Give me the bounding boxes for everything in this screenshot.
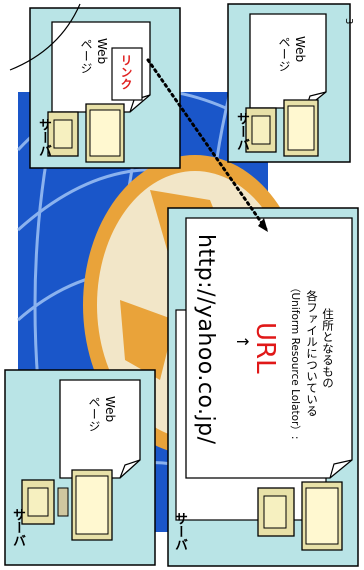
computer-icon bbox=[48, 104, 124, 162]
url-expansion: （Uniform Resource Lolator）: bbox=[288, 282, 303, 439]
server-label-bottom-left: サーバ bbox=[8, 508, 27, 547]
web-page-label-top-left: Web ページ bbox=[78, 38, 109, 74]
web-page-label-bottom-left: Web ページ bbox=[86, 396, 117, 432]
url-description-line1: 各ファイルについている bbox=[304, 290, 320, 417]
web-page-label-top-right: Web ページ bbox=[276, 36, 307, 72]
server-label-main: サーバ bbox=[170, 512, 189, 551]
url-description-line2: 住所となるもの bbox=[320, 308, 336, 389]
page-number: 3 bbox=[343, 18, 354, 24]
url-term: URL bbox=[250, 322, 280, 374]
url-example: http://yahoo.co.jp/ bbox=[193, 234, 218, 445]
server-label-top-right: サーバ bbox=[232, 112, 251, 151]
server-panel-bottom-left bbox=[5, 370, 155, 565]
link-label[interactable]: リンク bbox=[118, 54, 135, 90]
server-label-top-left: サーバ bbox=[34, 118, 53, 157]
